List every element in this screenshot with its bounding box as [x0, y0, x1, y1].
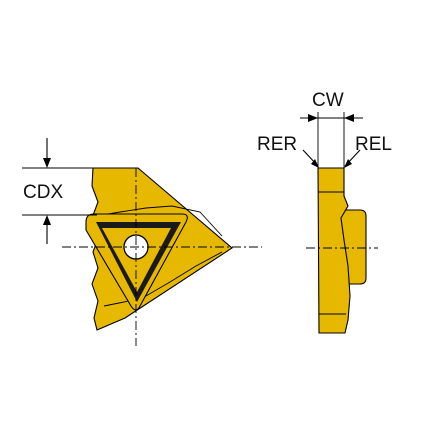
side-view-body	[317, 167, 351, 334]
cw-arrow-left-head	[308, 114, 318, 122]
insert-inner-triangle-rim	[96, 222, 181, 302]
rel-dimension: REL	[344, 134, 392, 168]
cw-dimension: CW	[300, 90, 363, 168]
rel-leader-arrow-head	[344, 159, 352, 168]
insert-front-view	[62, 167, 262, 346]
rer-leader-arrow-head	[311, 159, 319, 168]
rer-dimension: RER	[257, 134, 319, 168]
chip-groove-lower	[103, 251, 223, 307]
cdx-arrow-upper-head	[43, 158, 51, 168]
rer-label: RER	[257, 134, 297, 155]
cw-label: CW	[312, 90, 344, 111]
cdx-label: CDX	[23, 182, 63, 203]
insert-side-view	[306, 167, 378, 334]
rel-label: REL	[355, 134, 392, 155]
cdx-arrow-lower-head	[43, 215, 51, 225]
chip-groove-upper	[95, 205, 223, 237]
cdx-dimension: CDX	[22, 138, 97, 244]
cw-arrow-right-head	[344, 114, 354, 122]
